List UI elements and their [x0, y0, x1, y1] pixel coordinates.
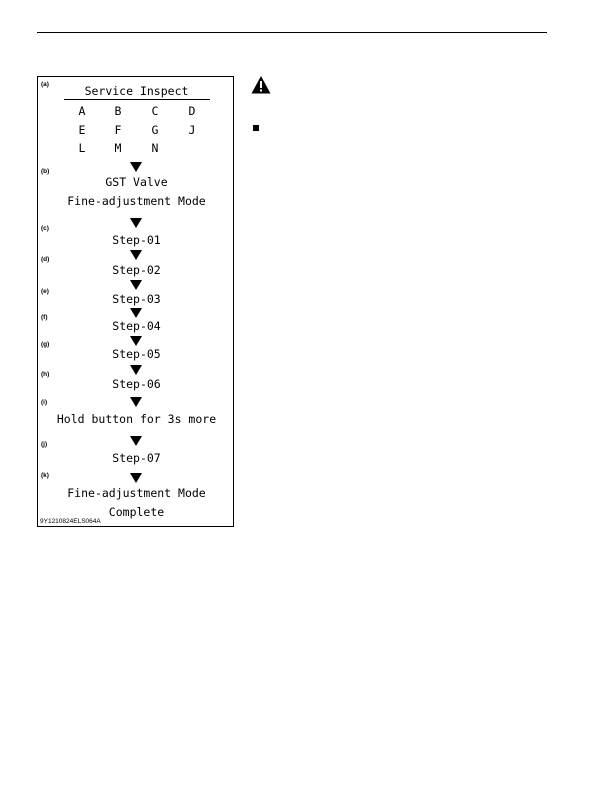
down-arrow-icon	[130, 162, 142, 172]
bullet-square-icon	[253, 125, 259, 131]
figure-panel: (a) Service Inspect A B C D E F G J L M …	[37, 76, 234, 527]
menu-letter: C	[151, 104, 159, 118]
figure-code: 9Y1210824ELS064A	[40, 518, 101, 525]
down-arrow-icon	[130, 436, 142, 446]
panel-label-i: (i)	[41, 399, 48, 406]
down-arrow-icon	[130, 397, 142, 407]
step-text: Step-07	[112, 451, 161, 465]
screen-line: Fine-adjustment Mode	[67, 194, 206, 208]
panel-label-b: (b)	[41, 168, 50, 175]
panel-label-f: (f)	[41, 314, 48, 321]
step-text: Step-04	[112, 319, 161, 333]
panel-label-h: (h)	[41, 371, 50, 378]
step-text: Step-06	[112, 377, 161, 391]
menu-letter: J	[188, 123, 196, 137]
down-arrow-icon	[130, 280, 142, 290]
menu-letter: D	[188, 104, 196, 118]
panel-label-c: (c)	[41, 225, 49, 232]
screen-line: GST Valve	[105, 175, 168, 189]
panel-label-a: (a)	[41, 81, 49, 88]
down-arrow-icon	[130, 336, 142, 346]
panel-label-e: (e)	[41, 288, 49, 295]
menu-letter: G	[151, 123, 159, 137]
menu-letter: A	[78, 104, 86, 118]
panel-label-k: (k)	[41, 472, 49, 479]
menu-letter: B	[114, 104, 122, 118]
screen-title: Service Inspect	[84, 84, 189, 98]
panel-label-g: (g)	[41, 341, 50, 348]
down-arrow-icon	[130, 218, 142, 228]
step-text: Step-02	[112, 263, 161, 277]
down-arrow-icon	[130, 365, 142, 375]
screen-line: Hold button for 3s more	[56, 412, 217, 426]
menu-letter: F	[114, 123, 122, 137]
panel-label-d: (d)	[41, 256, 50, 263]
menu-letter: N	[151, 141, 159, 155]
screen-title-rule	[64, 99, 210, 100]
down-arrow-icon	[130, 250, 142, 260]
down-arrow-icon	[130, 473, 142, 483]
step-text: Step-05	[112, 347, 161, 361]
down-arrow-icon	[130, 308, 142, 318]
menu-letter: M	[114, 141, 122, 155]
panel-label-j: (j)	[41, 441, 48, 448]
screen-line: Fine-adjustment Mode	[67, 486, 206, 500]
menu-letter: L	[78, 141, 86, 155]
warning-triangle-icon	[251, 76, 271, 94]
menu-letter: E	[78, 123, 86, 137]
header-rule	[37, 32, 547, 33]
step-text: Step-01	[112, 233, 161, 247]
screen-line: Complete	[108, 505, 165, 519]
step-text: Step-03	[112, 292, 161, 306]
